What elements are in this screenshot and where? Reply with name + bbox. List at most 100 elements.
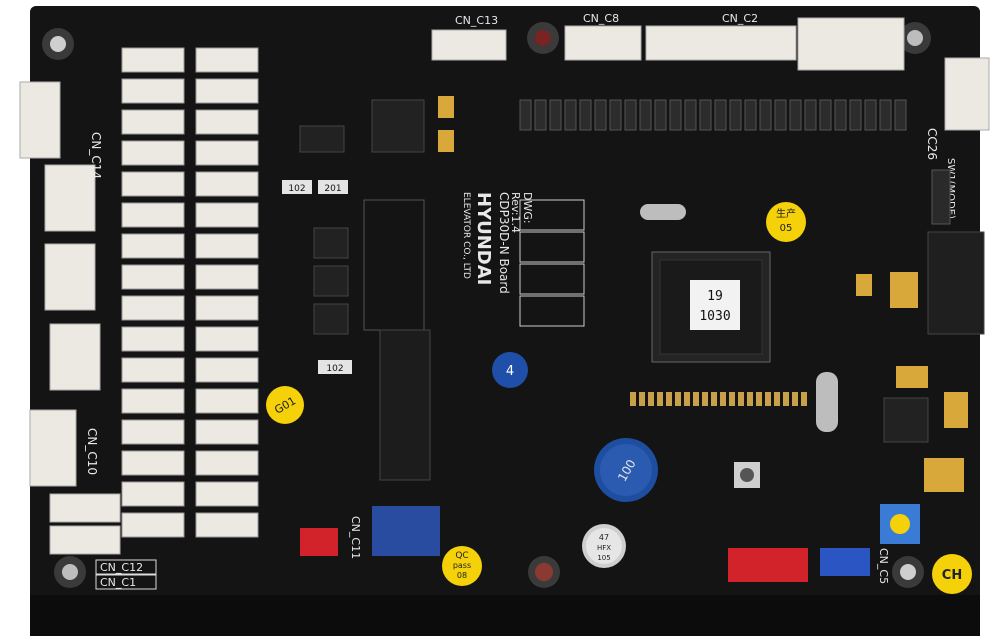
smd-part: [774, 99, 787, 131]
white-connector: [195, 140, 259, 166]
smd-part: [819, 99, 832, 131]
ch-sticker: [932, 554, 972, 594]
red-connector-small: [300, 528, 338, 556]
white-connector: [121, 78, 185, 104]
red-connector-large: [728, 548, 808, 582]
relay-blocks: [519, 199, 585, 327]
label-cn-c2: CN_C2: [722, 12, 758, 25]
white-connector: [121, 295, 185, 321]
white-connector: [195, 419, 259, 445]
white-connector: [195, 388, 259, 414]
label-cn-c1: CN_C1: [100, 576, 136, 589]
smd-part: [702, 392, 708, 406]
production-sticker-num: 05: [780, 223, 793, 234]
white-connector: [121, 326, 185, 352]
smd-part: [879, 99, 892, 131]
smd-part: [729, 392, 735, 406]
white-connector: [121, 140, 185, 166]
label-cn-c14: CN_C14: [89, 132, 103, 179]
white-connector: [121, 419, 185, 445]
top-connectors: [431, 17, 990, 131]
label-cn-c10: CN_C10: [85, 428, 99, 475]
smd-part: [594, 99, 607, 131]
smd-part: [789, 99, 802, 131]
white-connector: [121, 109, 185, 135]
smd-part: [534, 99, 547, 131]
main-mcu: 19 1030: [651, 251, 771, 363]
smd-part: [759, 99, 772, 131]
smd-part: [738, 392, 744, 406]
production-sticker-cn: 生产: [776, 207, 796, 220]
qc-sticker-line3: 08: [457, 571, 467, 580]
smd-part: [684, 99, 697, 131]
mounting-holes: [42, 22, 931, 588]
g01-sticker: [266, 386, 304, 424]
label-cn-c8: CN_C8: [583, 12, 619, 25]
crystal-oscillator: [640, 204, 686, 220]
white-connector: [121, 512, 185, 538]
smd-component-rows: [519, 99, 907, 406]
smd-part: [792, 392, 798, 406]
smd-part: [783, 392, 789, 406]
white-connector: [121, 388, 185, 414]
smd-part: [894, 99, 907, 131]
pcb-bottom-edge: [30, 595, 980, 636]
label-cn-c13: CN_C13: [455, 14, 498, 27]
white-connector: [121, 233, 185, 259]
white-connector: [195, 47, 259, 73]
model-text: CDP30D-N Board: [497, 192, 511, 294]
label-cc26: CC26: [925, 128, 939, 160]
smd-part: [639, 99, 652, 131]
white-connector: [195, 481, 259, 507]
smd-part: [804, 99, 817, 131]
dwg-text: DWG:: [521, 192, 534, 224]
capacitor-text-1: 47: [599, 533, 609, 542]
white-connector: [195, 264, 259, 290]
white-connector: [121, 171, 185, 197]
smd-part: [648, 392, 654, 406]
smd-part: [756, 392, 762, 406]
label-cn-c12: CN_C12: [100, 561, 143, 574]
smd-part: [564, 99, 577, 131]
smd-part: [675, 392, 681, 406]
resistor-label-b: 201: [324, 184, 341, 194]
smd-part: [624, 99, 637, 131]
ic-chips: [299, 99, 431, 481]
capacitor-text-2: HFX: [597, 544, 611, 552]
smd-part: [519, 99, 532, 131]
smd-part: [609, 99, 622, 131]
maker-text: ELEVATOR CO., LTD: [461, 192, 471, 279]
smd-part: [714, 99, 727, 131]
blue-sticker-num: 4: [506, 364, 514, 379]
smd-part: [654, 99, 667, 131]
smd-part: [639, 392, 645, 406]
blue-connector: [820, 548, 870, 576]
blue-relay: [372, 506, 440, 556]
resistor-label-c: 102: [326, 364, 343, 374]
connector-columns: [121, 47, 259, 538]
resistor-label-a: 102: [288, 184, 305, 194]
white-connector: [195, 295, 259, 321]
smd-part: [720, 392, 726, 406]
mcu-label-top: 19: [707, 289, 723, 304]
capacitor-text-3: 105: [597, 554, 610, 562]
white-connector: [195, 326, 259, 352]
right-components: [856, 169, 985, 492]
white-connector: [195, 109, 259, 135]
white-connector: [195, 78, 259, 104]
mcu-label-bottom: 1030: [699, 309, 730, 324]
smd-part: [729, 99, 742, 131]
blue-sticker: [492, 352, 528, 388]
smd-part: [630, 392, 636, 406]
smd-part: [579, 99, 592, 131]
qc-sticker: [442, 546, 482, 586]
label-cn-c5: CN_C5: [877, 548, 890, 584]
white-connector: [121, 47, 185, 73]
smd-part: [666, 392, 672, 406]
white-connector: [121, 450, 185, 476]
white-connector: [195, 171, 259, 197]
left-edge-connectors: [19, 81, 121, 555]
smd-part: [765, 392, 771, 406]
smd-part: [864, 99, 877, 131]
